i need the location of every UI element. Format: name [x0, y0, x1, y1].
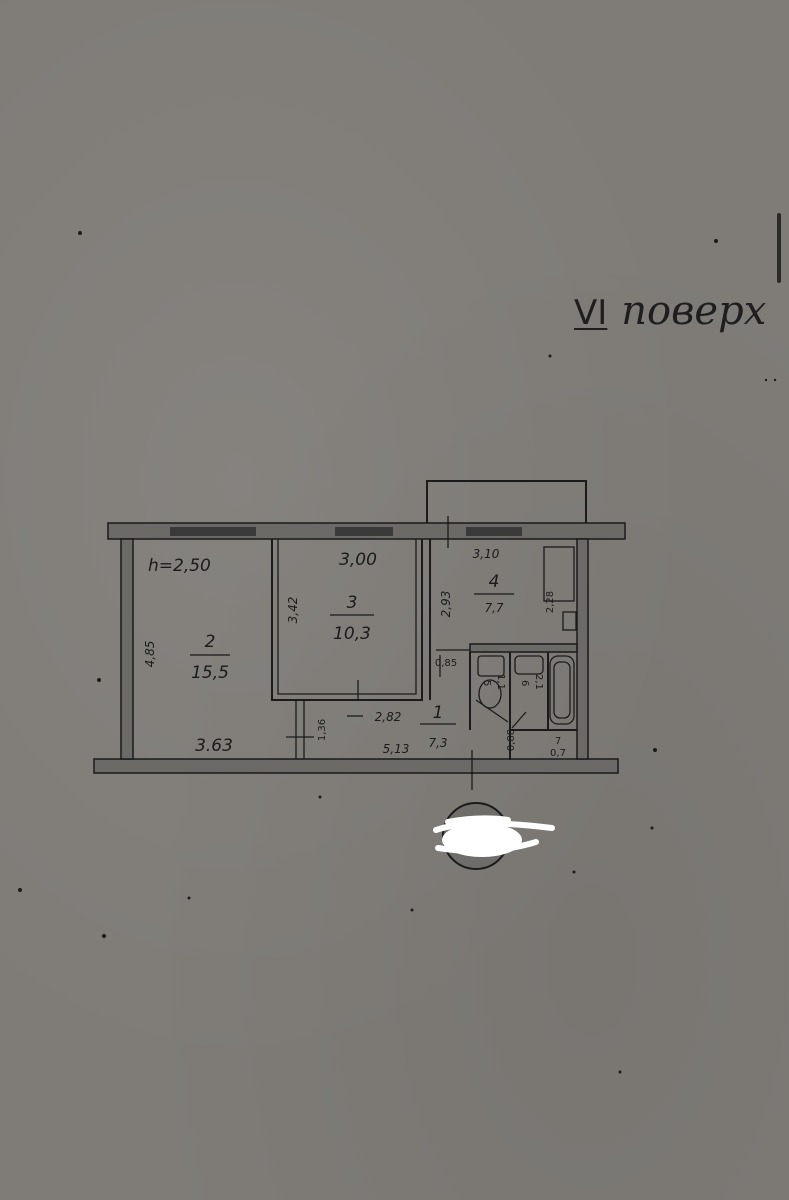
- room-1-number: 1: [433, 703, 444, 723]
- scribble-redaction: [433, 815, 555, 857]
- room-5-number: 5: [481, 680, 492, 686]
- floor-number: VI: [574, 293, 608, 333]
- room-3-width-dim: 3,00: [339, 550, 377, 570]
- toilet-tank: [477, 655, 505, 677]
- window-room-3: [335, 527, 393, 536]
- door-swing-bath: [511, 711, 527, 729]
- room-3-inner-walls: [277, 539, 417, 695]
- room-2-number: 2: [205, 632, 216, 652]
- toilet-bowl: [478, 679, 502, 709]
- room-4-area: 7,7: [484, 601, 503, 615]
- kitchen-bottom-wall: [469, 643, 578, 653]
- room-3-area: 10,3: [333, 624, 371, 644]
- bathtub-inner: [553, 661, 571, 719]
- room-5-area: 1,1: [495, 674, 506, 690]
- hall-small-dim: 0,85: [435, 658, 457, 669]
- ceiling-height-label: h=2,50: [148, 556, 211, 576]
- room-4-side-dim: 2,28: [545, 591, 556, 613]
- window-room-2: [170, 527, 256, 536]
- door-swing-toilet: [475, 699, 509, 723]
- window-room-4: [466, 527, 522, 536]
- bathroom-walls: [469, 652, 549, 760]
- hall-side-dim: 1,36: [317, 719, 328, 741]
- floor-word: поверх: [621, 288, 767, 334]
- room-3-number: 3: [347, 593, 358, 613]
- room-6-area: 2,1: [533, 674, 544, 690]
- left-exterior-wall: [120, 538, 134, 760]
- room-7-area: 0,7: [550, 748, 566, 759]
- room-4-width-dim: 3,10: [473, 547, 500, 561]
- room-2-width-dim: 3.63: [195, 736, 233, 756]
- right-exterior-wall: [576, 538, 589, 760]
- bathtub: [549, 655, 575, 725]
- scan-specks: [18, 231, 777, 1074]
- sink: [514, 655, 544, 675]
- room-4-length-dim: 2,93: [439, 591, 453, 618]
- kitchen-sink: [562, 611, 577, 631]
- bottom-exterior-wall: [93, 758, 619, 774]
- kitchen-counter: [543, 546, 575, 602]
- bath-small-dim: 0,88: [506, 729, 517, 751]
- room-4-number: 4: [489, 572, 500, 592]
- room-7-number: 7: [555, 736, 561, 747]
- floor-title: VI поверх: [574, 288, 766, 334]
- room-1-area: 7,3: [428, 736, 447, 750]
- room-3-walls: [271, 539, 423, 701]
- room-2-area: 15,5: [191, 663, 229, 683]
- hall-length-dim: 5,13: [383, 742, 410, 756]
- room-2-length-dim: 4,85: [143, 641, 157, 668]
- room-6-number: 6: [519, 680, 530, 686]
- hall-width-dim: 2,82: [375, 710, 402, 724]
- partition-room-2: [295, 700, 305, 759]
- room-3-length-dim: 3,42: [286, 597, 300, 624]
- scroll-indicator[interactable]: [777, 213, 781, 283]
- balcony: [426, 480, 587, 525]
